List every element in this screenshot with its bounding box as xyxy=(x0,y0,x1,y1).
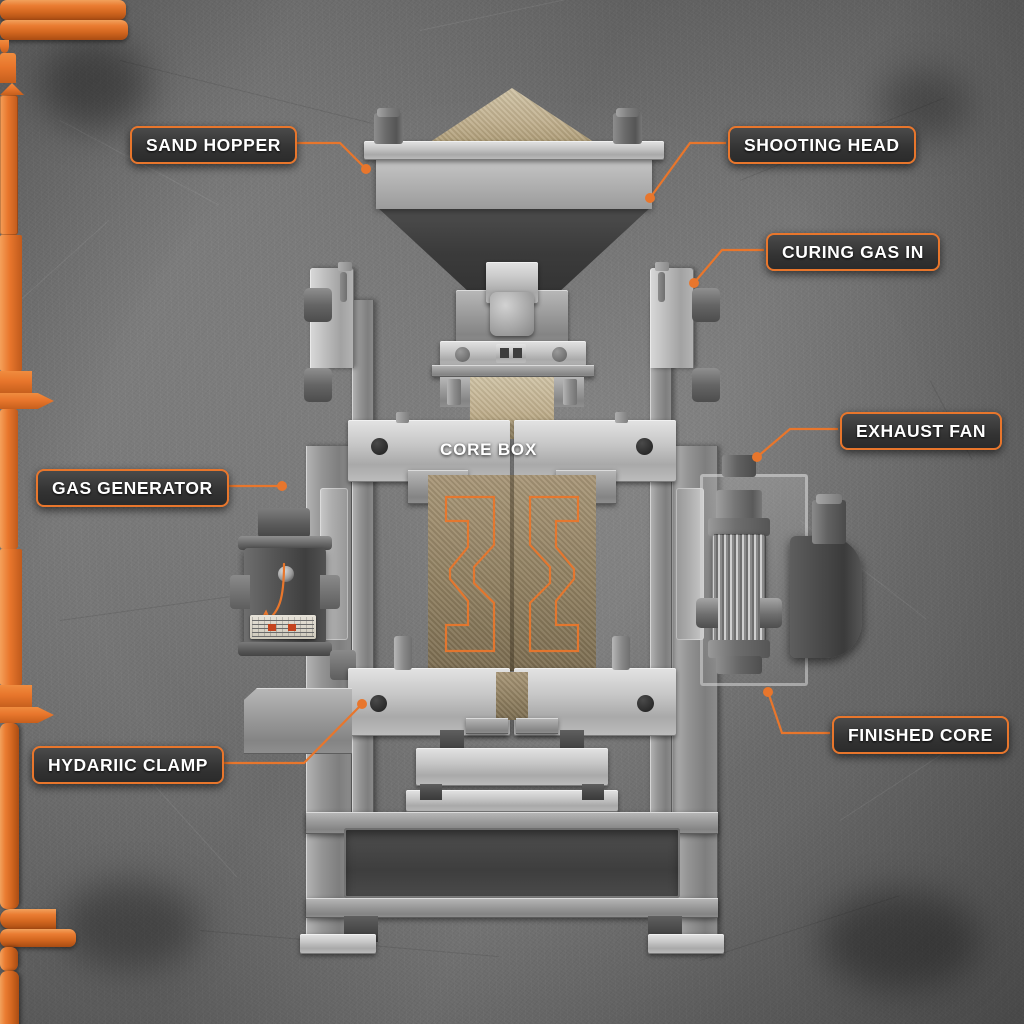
callout-exhaust-fan[interactable]: EXHAUST FAN xyxy=(840,412,1003,450)
clamp-arrow-left xyxy=(0,393,54,409)
hopper-bolt-left xyxy=(374,113,403,144)
exhaust-port-right xyxy=(760,598,782,628)
frame-upright-left xyxy=(352,300,374,820)
shooting-head-valve xyxy=(490,292,534,336)
clamp-cylinder-left xyxy=(0,95,18,235)
lower-platen-stud-left xyxy=(394,636,412,670)
gas-generator-riser-pipe xyxy=(0,723,19,909)
frame-base-beam xyxy=(306,898,718,918)
exhaust-filter-foot xyxy=(716,656,762,674)
nozzle-bolt-left xyxy=(455,347,470,362)
upper-platen-hole-right xyxy=(636,438,653,455)
hopper-top-flange xyxy=(364,141,664,160)
curing-gas-pipe-left xyxy=(0,0,126,20)
eject-base-plate xyxy=(406,790,618,812)
clamp-cylinder-right xyxy=(0,409,18,549)
frame-bracket-left-stud xyxy=(338,262,352,271)
gas-inlet-arrow xyxy=(0,83,24,95)
eject-pedestal-left xyxy=(420,784,442,800)
frame-bracket-right-stud xyxy=(655,262,669,271)
callout-hydraulic-clamp[interactable]: HYDARIIC CLAMP xyxy=(32,746,225,784)
frame-bracket-right-slot xyxy=(658,272,665,302)
pivot-boss-right-upper xyxy=(692,288,720,322)
pivot-boss-left-upper xyxy=(304,288,332,322)
callout-gas-generator[interactable]: GAS GENERATOR xyxy=(36,469,229,507)
wall-stain xyxy=(60,880,200,970)
exhaust-filter-neck xyxy=(716,490,762,522)
gas-generator-outlet-pipe xyxy=(0,929,76,947)
eject-pedestal-right xyxy=(582,784,604,800)
hopper-bolt-left-cap xyxy=(377,108,400,117)
eject-table xyxy=(416,748,608,786)
exhaust-filter-collar-bottom xyxy=(708,640,770,658)
wall-stain xyxy=(40,40,150,130)
frame-upright-right xyxy=(650,300,672,820)
eject-shoe-right xyxy=(516,718,558,734)
frame-recess-panel xyxy=(344,828,680,898)
clamp-arrow-right xyxy=(0,707,54,723)
gas-generator-flange-top xyxy=(238,536,332,550)
nozzle-bolt-right xyxy=(552,347,567,362)
sleeve-bolt-right xyxy=(563,379,577,405)
upper-platen-stud-left xyxy=(396,412,409,423)
exhaust-riser-pipe xyxy=(0,971,19,1024)
upper-platen-hole-left xyxy=(371,438,388,455)
pivot-boss-right-lower xyxy=(692,368,720,402)
lower-platen-stud-right xyxy=(612,636,630,670)
hopper-bolt-right xyxy=(613,113,642,144)
exhaust-filter-collar-top xyxy=(708,518,770,536)
nozzle-sensor-led xyxy=(500,348,509,358)
gas-generator-port-right xyxy=(320,575,340,609)
shooting-head-base xyxy=(432,365,594,377)
pivot-boss-left-lower xyxy=(304,368,332,402)
exhaust-fan-motor-cap xyxy=(816,494,842,504)
hopper-bolt-right-cap xyxy=(616,108,639,117)
machine-foot-left xyxy=(300,934,376,954)
lower-platen-hole-left xyxy=(370,695,387,712)
clamp-rod-right xyxy=(0,685,32,707)
machine-foot-right xyxy=(648,934,724,954)
sleeve-bolt-left xyxy=(447,379,461,405)
gas-generator-downpipe xyxy=(0,947,18,971)
inline-label-core-box: CORE BOX xyxy=(440,440,538,459)
gas-inlet-port xyxy=(0,53,16,83)
gas-generator-flange-bottom xyxy=(238,642,332,656)
exhaust-fan-drum xyxy=(790,536,862,658)
frame-bracket-right xyxy=(650,268,694,368)
wall-stain xyxy=(820,890,980,990)
callout-shooting-head[interactable]: SHOOTING HEAD xyxy=(728,126,916,164)
gas-generator-port-left xyxy=(230,575,250,609)
gas-generator-nameplate xyxy=(250,615,316,639)
clamp-platen-right xyxy=(0,549,22,685)
shot-drop-indicator xyxy=(0,40,9,53)
nozzle-sensor-led2 xyxy=(513,348,522,358)
lower-platen-hole-right xyxy=(637,695,654,712)
callout-finished-core[interactable]: FINISHED CORE xyxy=(832,716,1009,754)
upper-platen-stud-right xyxy=(615,412,628,423)
hopper-body xyxy=(376,155,652,209)
gas-generator-sight-glass xyxy=(278,566,294,582)
exhaust-filter-cap-top xyxy=(722,455,756,477)
gas-generator-elbow-top xyxy=(0,909,56,929)
exhaust-filter-body xyxy=(712,534,766,642)
exhaust-port-left xyxy=(696,598,718,628)
eject-shoe-left xyxy=(466,718,508,734)
curing-gas-pipe-right xyxy=(0,20,128,40)
frame-bracket-left-slot xyxy=(340,272,347,302)
exhaust-fan-motor-stub xyxy=(812,500,846,544)
callout-curing-gas-in[interactable]: CURING GAS IN xyxy=(766,233,940,271)
callout-sand-hopper[interactable]: SAND HOPPER xyxy=(130,126,297,164)
clamp-rod-left xyxy=(0,371,32,393)
gas-generator-top-cap xyxy=(258,508,310,538)
finished-core-piece xyxy=(496,672,528,720)
clamp-platen-left xyxy=(0,235,22,371)
clamp-housing-left xyxy=(244,688,352,754)
